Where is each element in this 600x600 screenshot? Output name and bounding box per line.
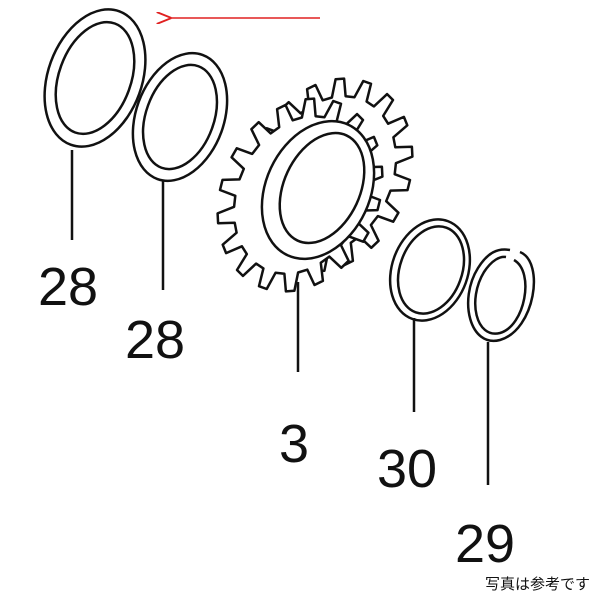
gear-bore	[278, 131, 366, 245]
part-label: 28	[125, 310, 185, 370]
washer-2	[131, 51, 229, 183]
part-label: 30	[377, 439, 437, 499]
gear	[216, 77, 414, 293]
circlip	[466, 248, 535, 343]
ring	[388, 218, 472, 322]
part-label: 29	[455, 514, 515, 574]
washer-1	[43, 8, 147, 148]
part-label: 3	[279, 414, 309, 474]
part-label: 28	[38, 257, 98, 317]
caption: 写真は参考です	[484, 575, 590, 593]
